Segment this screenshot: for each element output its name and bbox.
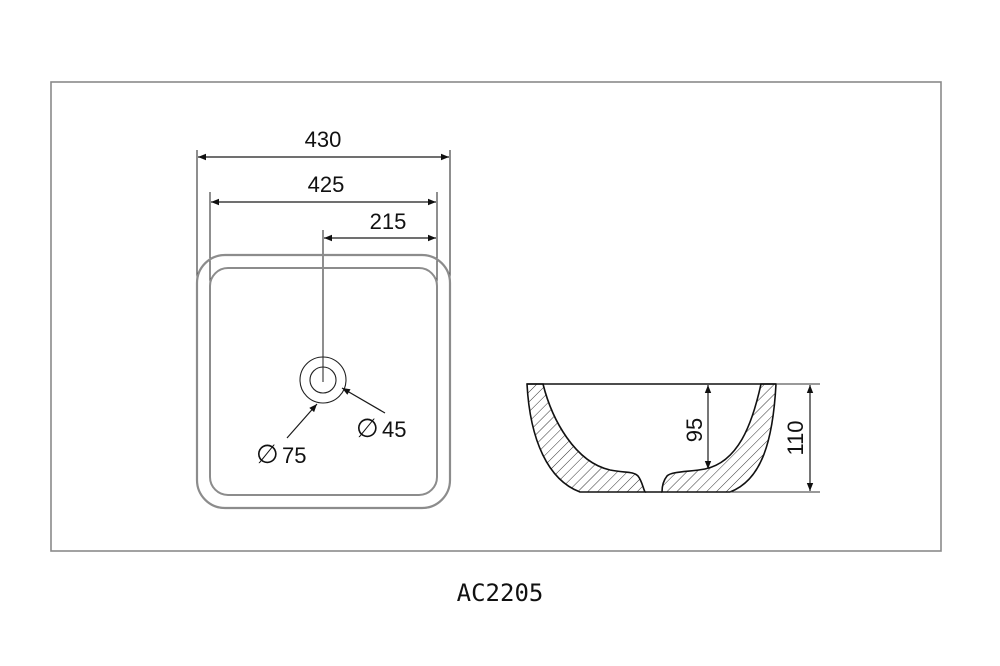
dimension-inner-depth: 95 — [682, 385, 712, 469]
section-right-wall — [661, 383, 777, 493]
model-code: AC2205 — [457, 579, 544, 607]
drain-inner-circle — [309, 366, 337, 394]
section-left-wall — [526, 383, 647, 493]
drain-inner-diameter-label: ∅ 45 — [356, 413, 406, 443]
section-view: 95 110 — [526, 383, 820, 493]
dimension-label-95: 95 — [682, 418, 707, 442]
dimension-overall-width: 430 — [198, 127, 449, 161]
dimension-inner-width: 425 — [211, 172, 436, 206]
dimension-label-110: 110 — [783, 420, 808, 455]
svg-text:∅: ∅ — [356, 413, 379, 443]
drawing-frame — [50, 81, 942, 552]
dimension-drain-offset: 215 — [322, 209, 436, 382]
svg-text:45: 45 — [382, 417, 406, 442]
drain-outer-diameter-label: ∅ 75 — [256, 439, 306, 469]
top-view: 430 425 215 ∅ 75 ∅ 45 — [195, 127, 452, 510]
dimension-label-215: 215 — [370, 209, 407, 234]
svg-text:∅: ∅ — [256, 439, 279, 469]
svg-text:75: 75 — [282, 443, 306, 468]
basin-inner-bowl — [209, 267, 438, 496]
dimension-overall-height: 110 — [783, 385, 814, 491]
basin-outer-rim — [195, 253, 452, 510]
dimension-label-425: 425 — [308, 172, 345, 197]
dimension-label-430: 430 — [305, 127, 342, 152]
drain-outer-circle — [299, 356, 347, 404]
